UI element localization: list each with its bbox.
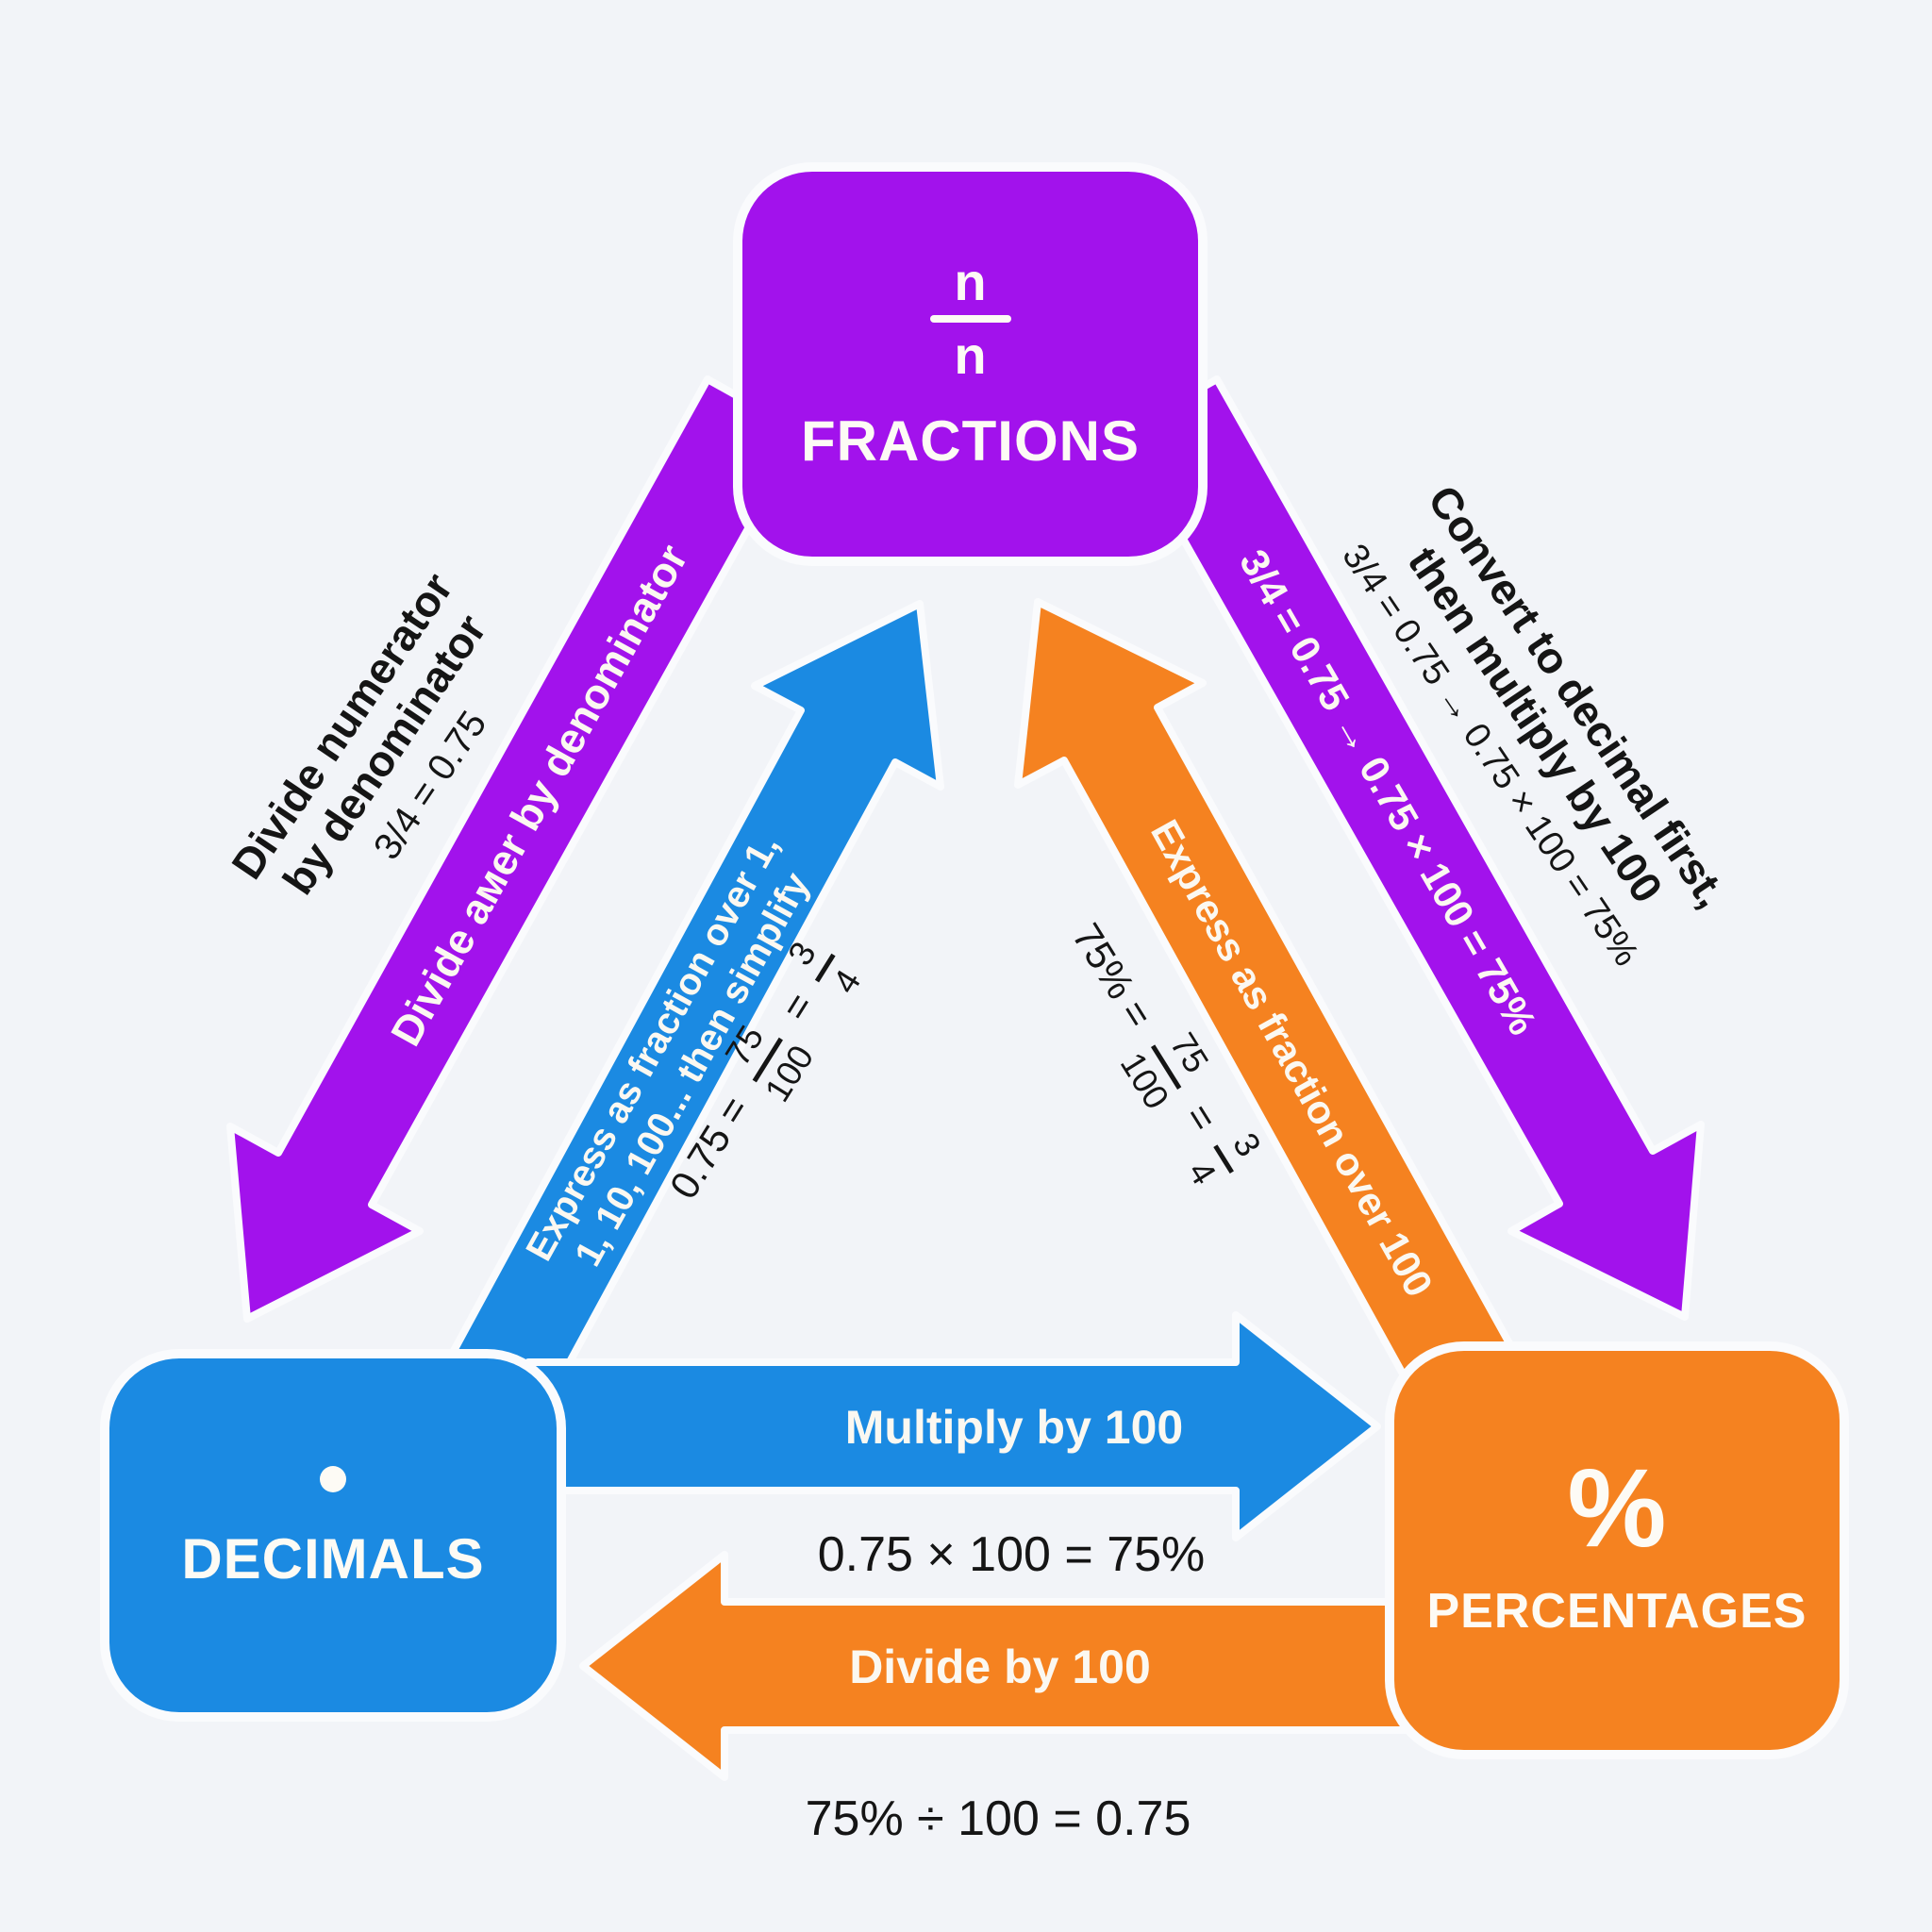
arrow-decimals-to-fractions	[444, 600, 944, 1416]
band-label-multiply-by-100: Multiply by 100	[844, 1401, 1184, 1454]
denominator: 4	[824, 962, 869, 1001]
decimal-point-icon	[320, 1466, 346, 1492]
equals-sign: =	[1176, 1095, 1226, 1140]
arrow-fractions-to-percentages	[1119, 375, 1705, 1321]
fraction-symbol-icon: n n	[929, 252, 1011, 385]
arrow-fractions-to-decimals	[226, 375, 806, 1323]
example-multiply-by-100: 0.75 × 100 = 75%	[817, 1527, 1206, 1582]
arrow-decimals-to-percentages	[525, 1311, 1381, 1541]
percentages-title: PERCENTAGES	[1426, 1583, 1807, 1639]
fraction-bar	[929, 314, 1011, 323]
example-divide-by-100: 75% ÷ 100 = 0.75	[805, 1791, 1191, 1846]
equals-sign: =	[772, 985, 823, 1028]
band-label-divide-by-100: Divide by 100	[849, 1641, 1151, 1693]
decimals-title: DECIMALS	[181, 1527, 485, 1591]
fraction-symbol-numerator: n	[954, 252, 987, 312]
fraction-symbol-denominator: n	[954, 325, 987, 385]
percent-icon: %	[1567, 1445, 1667, 1571]
node-decimals: DECIMALS	[109, 1358, 557, 1712]
arrow-percentages-to-fractions	[1014, 598, 1523, 1417]
arrow-percentages-to-decimals	[579, 1551, 1419, 1781]
node-fractions: n n FRACTIONS	[742, 172, 1198, 557]
denominator: 4	[1180, 1154, 1224, 1191]
fractions-title: FRACTIONS	[801, 408, 1140, 473]
node-percentages: % PERCENTAGES	[1394, 1351, 1840, 1750]
